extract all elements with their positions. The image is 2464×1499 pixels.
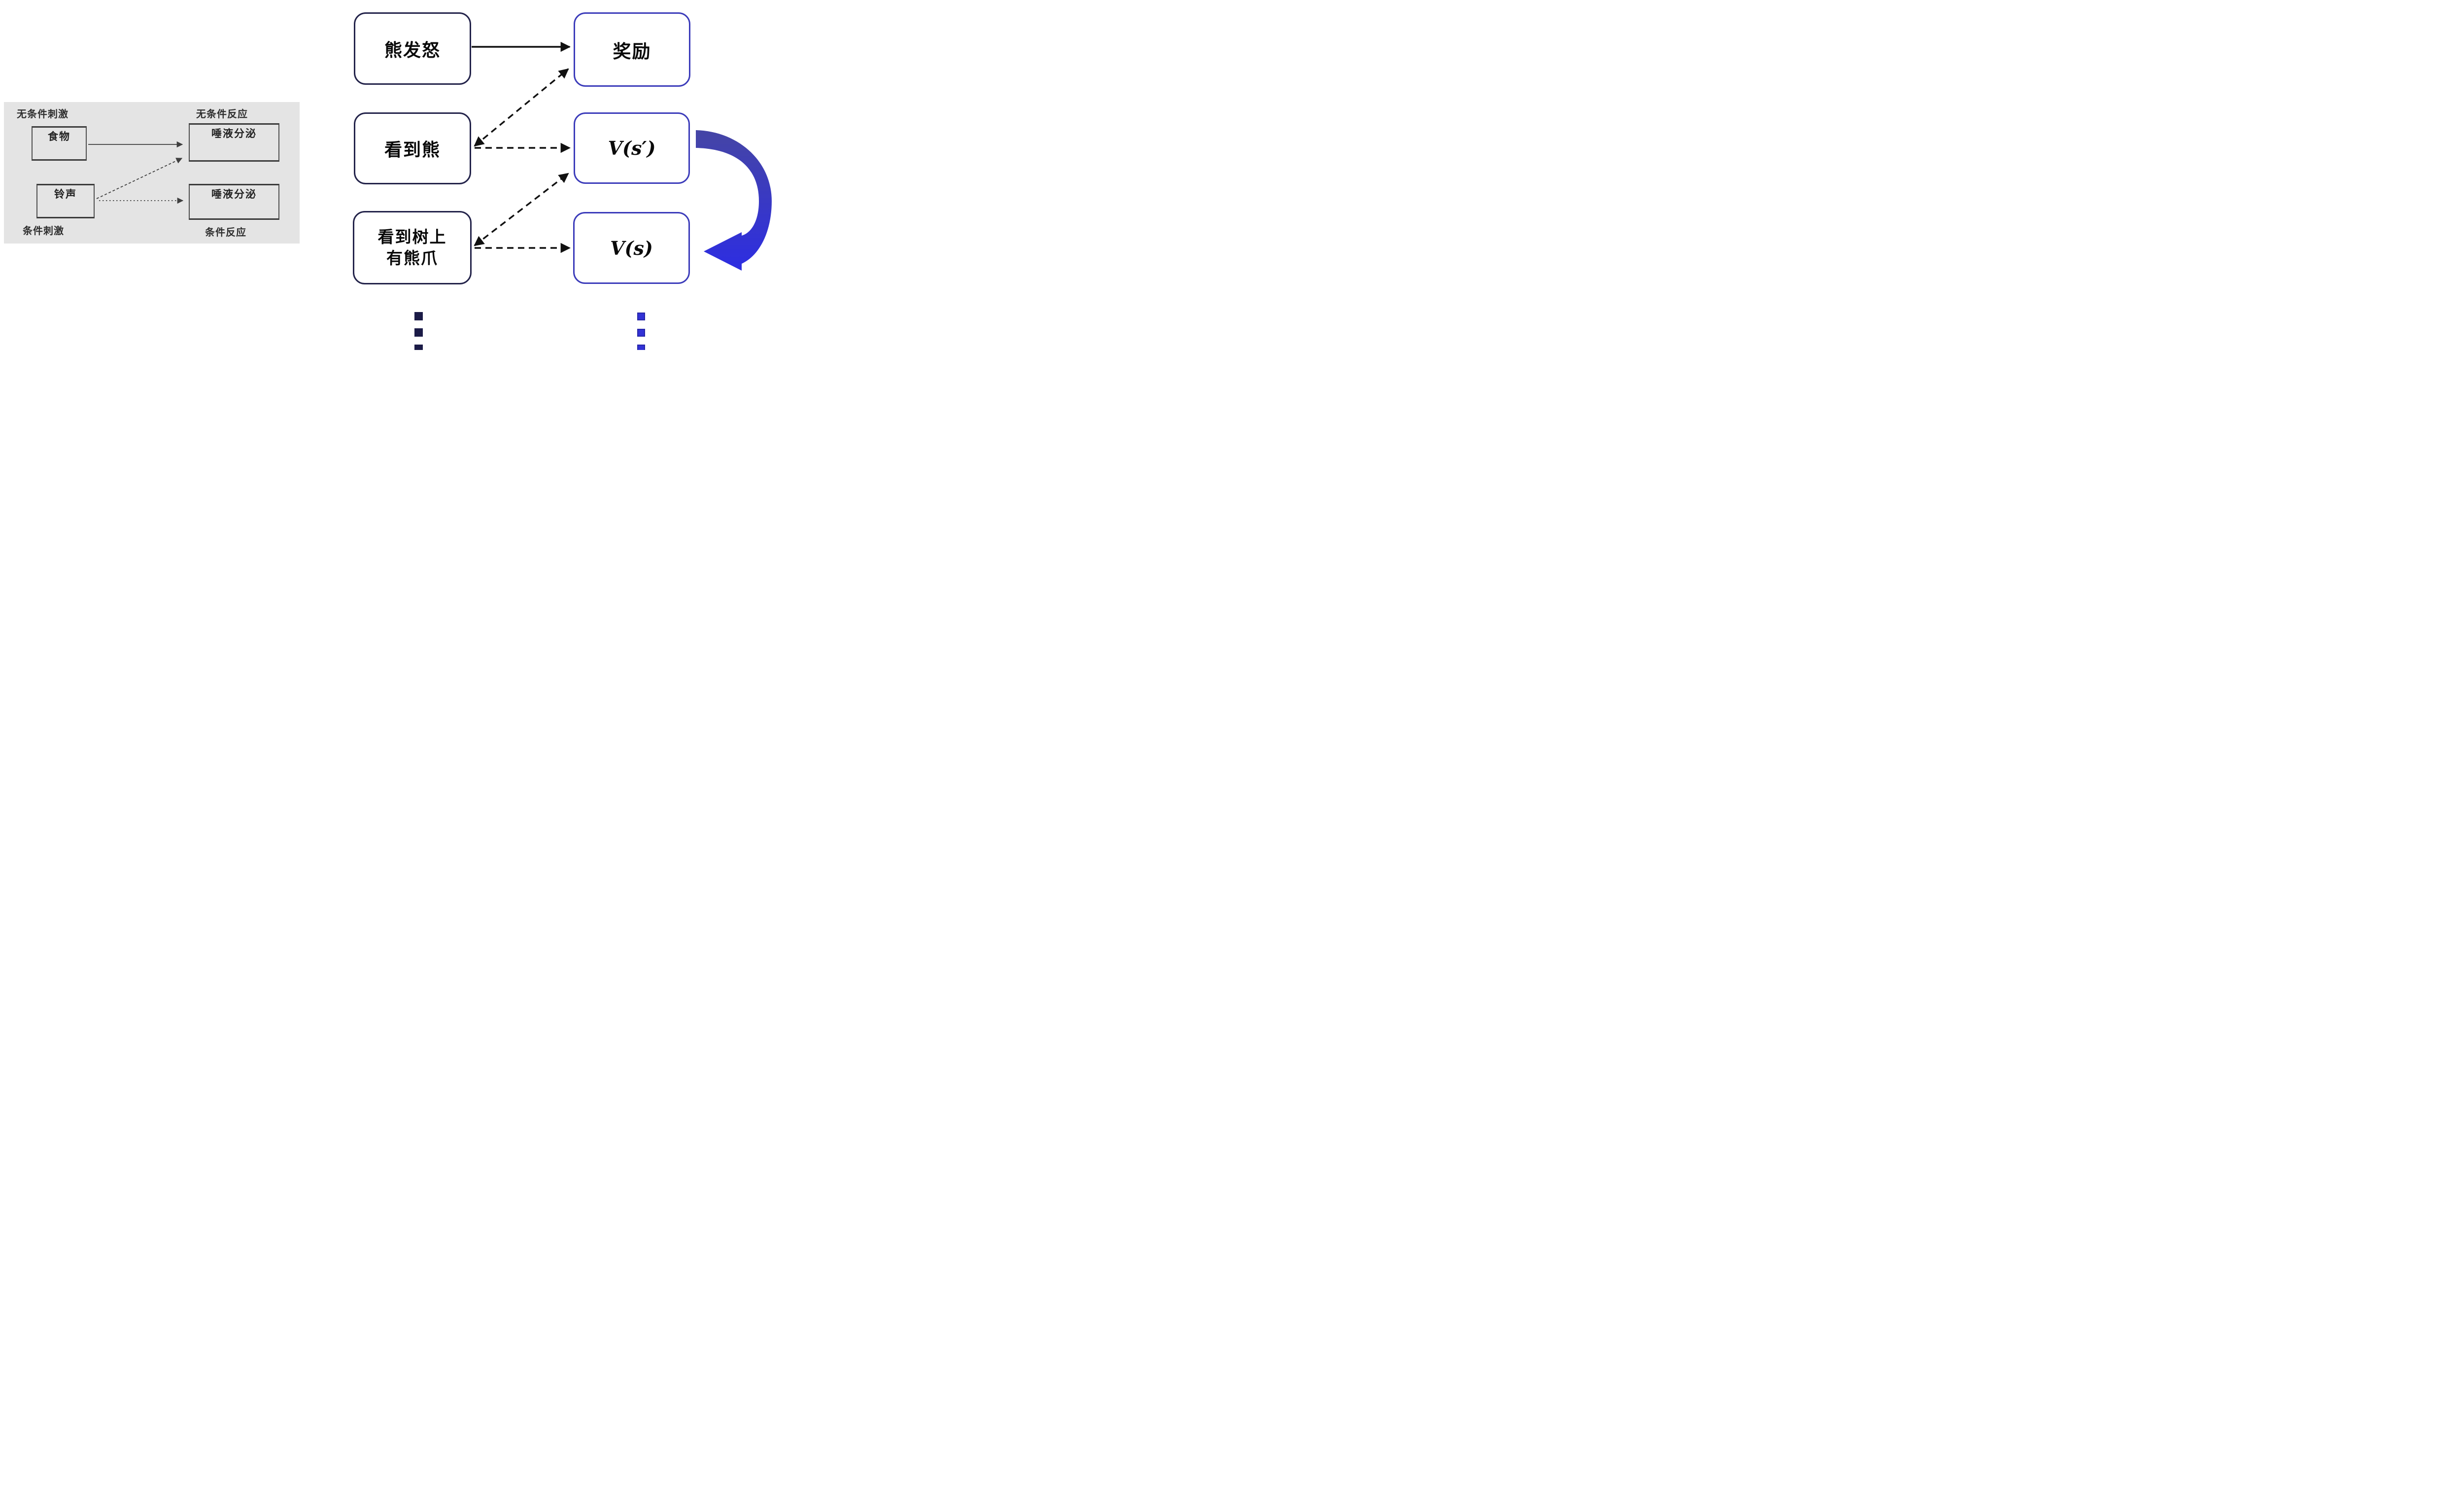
ellipsis-dot-right-2 [637,329,645,337]
node-see-bear: 看到熊 [354,112,471,184]
arrow-see-claws-vsprime-dashed [474,173,569,246]
label-unconditioned-stimulus: 无条件刺激 [17,108,68,120]
node-value-s-prime: V(s′) [574,112,690,184]
slide-canvas: 无条件刺激 无条件反应 食物 唾液分泌 铃声 唾液分泌 条件刺激 条件反应 熊发… [0,0,773,350]
saliva-box-top: 唾液分泌 [189,123,279,162]
label-conditioned-response: 条件反应 [205,226,246,238]
bell-box: 铃声 [36,184,95,218]
node-see-claws: 看到树上 有熊爪 [353,211,472,284]
label-conditioned-stimulus: 条件刺激 [23,225,64,237]
arrow-see-bear-reward-dashed [474,68,569,147]
bootstrap-update-curved-arrow-icon [696,130,772,271]
node-bear-rage: 熊发怒 [354,12,471,85]
ellipsis-dot-right-1 [637,313,645,320]
node-value-s: V(s) [573,212,690,284]
ellipsis-dot-right-3 [637,345,645,350]
saliva-box-bottom: 唾液分泌 [189,184,279,220]
conditioning-panel: 无条件刺激 无条件反应 食物 唾液分泌 铃声 唾液分泌 条件刺激 条件反应 [4,102,300,244]
ellipsis-dot-left-2 [414,328,423,337]
node-reward: 奖励 [574,12,690,87]
food-box: 食物 [32,126,87,161]
ellipsis-dot-left-3 [414,345,423,350]
label-unconditioned-response: 无条件反应 [196,108,248,120]
ellipsis-dot-left-1 [414,312,423,320]
